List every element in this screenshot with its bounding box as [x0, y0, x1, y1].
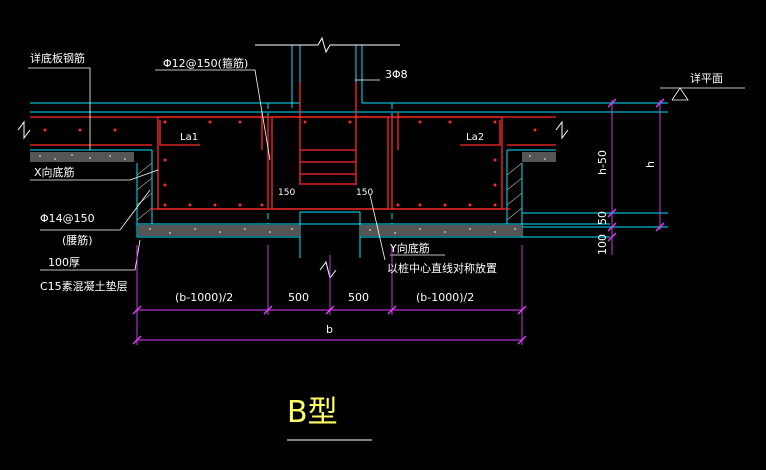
label-hook-150-right: 150 — [356, 188, 373, 198]
label-waist-bar: Φ14@150 — [40, 212, 95, 225]
dim-50: 50 — [596, 211, 609, 225]
label-waist-bar-sub: (腰筋) — [62, 233, 93, 247]
label-y-bottom: Y向底筋 — [389, 241, 430, 255]
label-plan-ref: 详平面 — [690, 71, 723, 85]
dimension-lines — [132, 98, 665, 345]
concrete-outline — [30, 45, 668, 258]
rebar — [30, 82, 556, 210]
label-x-bottom: X向底筋 — [34, 165, 75, 179]
label-pile-center-note: 以桩中心直线对称放置 — [387, 261, 497, 275]
dim-h: h — [644, 161, 657, 168]
label-hook-150-left: 150 — [278, 188, 295, 198]
label-top-bars: 3Φ8 — [385, 68, 408, 81]
leaders — [28, 67, 745, 271]
rebar-dots — [43, 120, 537, 207]
drawing-title: B型 — [287, 395, 338, 430]
dim-mid-left: 500 — [288, 291, 309, 304]
label-cushion-mat: C15素混凝土垫层 — [40, 279, 128, 293]
break-symbols — [17, 36, 569, 280]
label-la1: La1 — [180, 132, 198, 143]
dim-h-minus: h-50 — [596, 150, 609, 175]
dim-right-part: (b-1000)/2 — [416, 291, 474, 304]
dim-total: b — [326, 323, 333, 336]
label-la2: La2 — [466, 132, 484, 143]
label-stirrup-note: Φ12@150(箍筋) — [163, 56, 248, 70]
dim-left-part: (b-1000)/2 — [175, 291, 233, 304]
label-cushion-thk: 100厚 — [48, 256, 80, 269]
dim-100: 100 — [596, 234, 609, 255]
gravel-layers — [30, 152, 556, 236]
dim-mid-right: 500 — [348, 291, 369, 304]
label-top-bar-note: 详底板钢筋 — [30, 51, 85, 65]
